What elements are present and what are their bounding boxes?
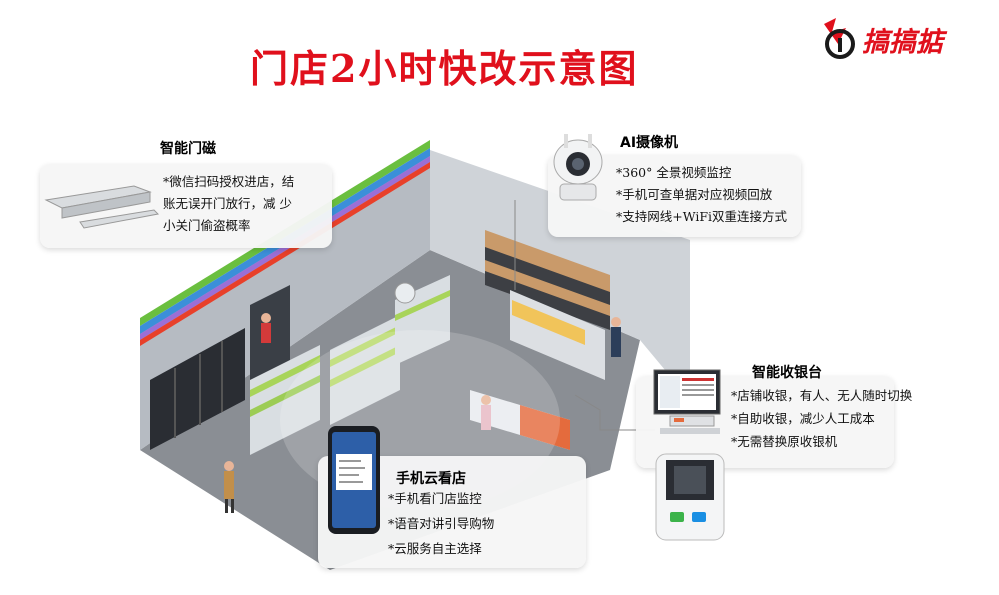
center-shelves [250, 275, 450, 455]
feature-pos-1: *店铺收银，有人、无人随时切换 [731, 388, 913, 403]
callout-title-smart-door: 智能门磁 [160, 141, 216, 157]
feature-pos-3: *无需替换原收银机 [731, 434, 838, 449]
feature-phone-1: *手机看门店监控 [388, 491, 482, 506]
door-magnet-icon [44, 185, 160, 229]
feature-phone-3: *云服务自主选择 [388, 541, 482, 556]
back-shelves [485, 230, 610, 330]
feature-door-1: *微信扫码授权进店，结 [163, 174, 295, 189]
smartphone-icon [328, 426, 380, 534]
ai-camera-icon [553, 134, 603, 201]
feature-door-3: 小关门偷盗概率 [163, 218, 251, 233]
feature-camera-2: *手机可查单据对应视频回放 [616, 187, 773, 202]
page-title: 门店2小时快改示意图 [250, 46, 639, 91]
scanner-box-icon [655, 453, 725, 541]
callout-title-smart-pos: 智能收银台 [752, 365, 822, 381]
callout-title-ai-camera: AI摄像机 [620, 135, 679, 151]
feature-phone-2: *语音对讲引导购物 [388, 516, 495, 531]
brand-logo-icon [824, 18, 855, 59]
feature-door-2: 账无误开门放行，减 少 [163, 196, 292, 211]
callout-title-phone-cloud: 手机云看店 [396, 471, 466, 487]
feature-camera-1: *360° 全景视频监控 [616, 165, 732, 180]
pos-terminal-icon [653, 369, 721, 434]
fridge-row [150, 328, 245, 450]
brand-logo: 搞搞掂 [818, 14, 988, 62]
feature-camera-3: *支持网线+WiFi双重连接方式 [616, 209, 788, 224]
brand-logo-text: 搞搞掂 [862, 27, 943, 58]
feature-pos-2: *自助收银，减少人工成本 [731, 411, 875, 426]
